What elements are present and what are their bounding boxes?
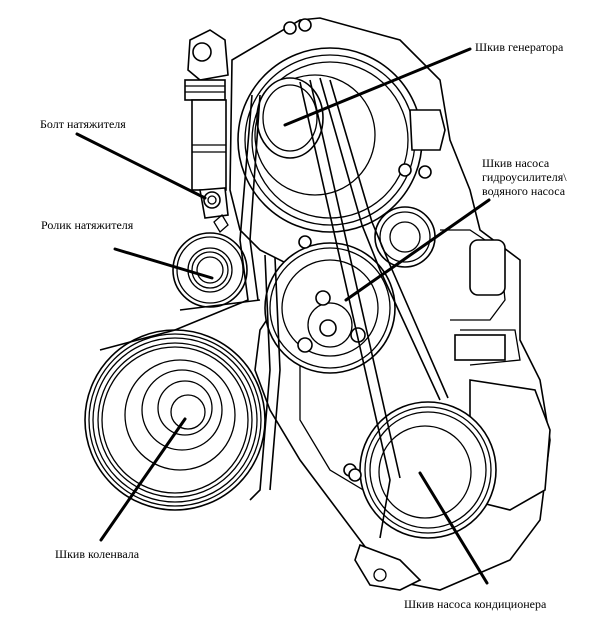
tensioner-roller <box>172 232 248 308</box>
leader-ac <box>418 471 489 585</box>
ac-compressor-pulley <box>348 379 551 539</box>
label-tensioner-bolt: Болт натяжителя <box>40 117 126 131</box>
leader-lines <box>75 47 491 585</box>
leader-pump <box>344 198 491 302</box>
label-generator-pulley: Шкив генератора <box>475 40 564 54</box>
idler-pulley <box>374 206 436 268</box>
generator-pulley <box>237 18 446 233</box>
tensioner-strut <box>184 29 229 234</box>
crankshaft-pulley <box>84 329 266 511</box>
leader-crank <box>99 417 187 542</box>
label-crankshaft-pulley: Шкив коленвала <box>55 547 140 561</box>
leader-generator <box>283 47 472 127</box>
label-ac-compressor-pulley: Шкив насоса кондиционера <box>404 597 547 611</box>
leader-bolt <box>75 132 207 200</box>
label-water-pump-pulley: Шкив насоса гидроусилителя\ водяного нас… <box>482 156 567 198</box>
water-pump-pulley <box>264 235 396 477</box>
leader-roller <box>113 247 214 280</box>
serpentine-belt <box>99 77 449 539</box>
label-tensioner-roller: Ролик натяжителя <box>41 218 134 232</box>
tensioner-bolt <box>203 191 221 209</box>
